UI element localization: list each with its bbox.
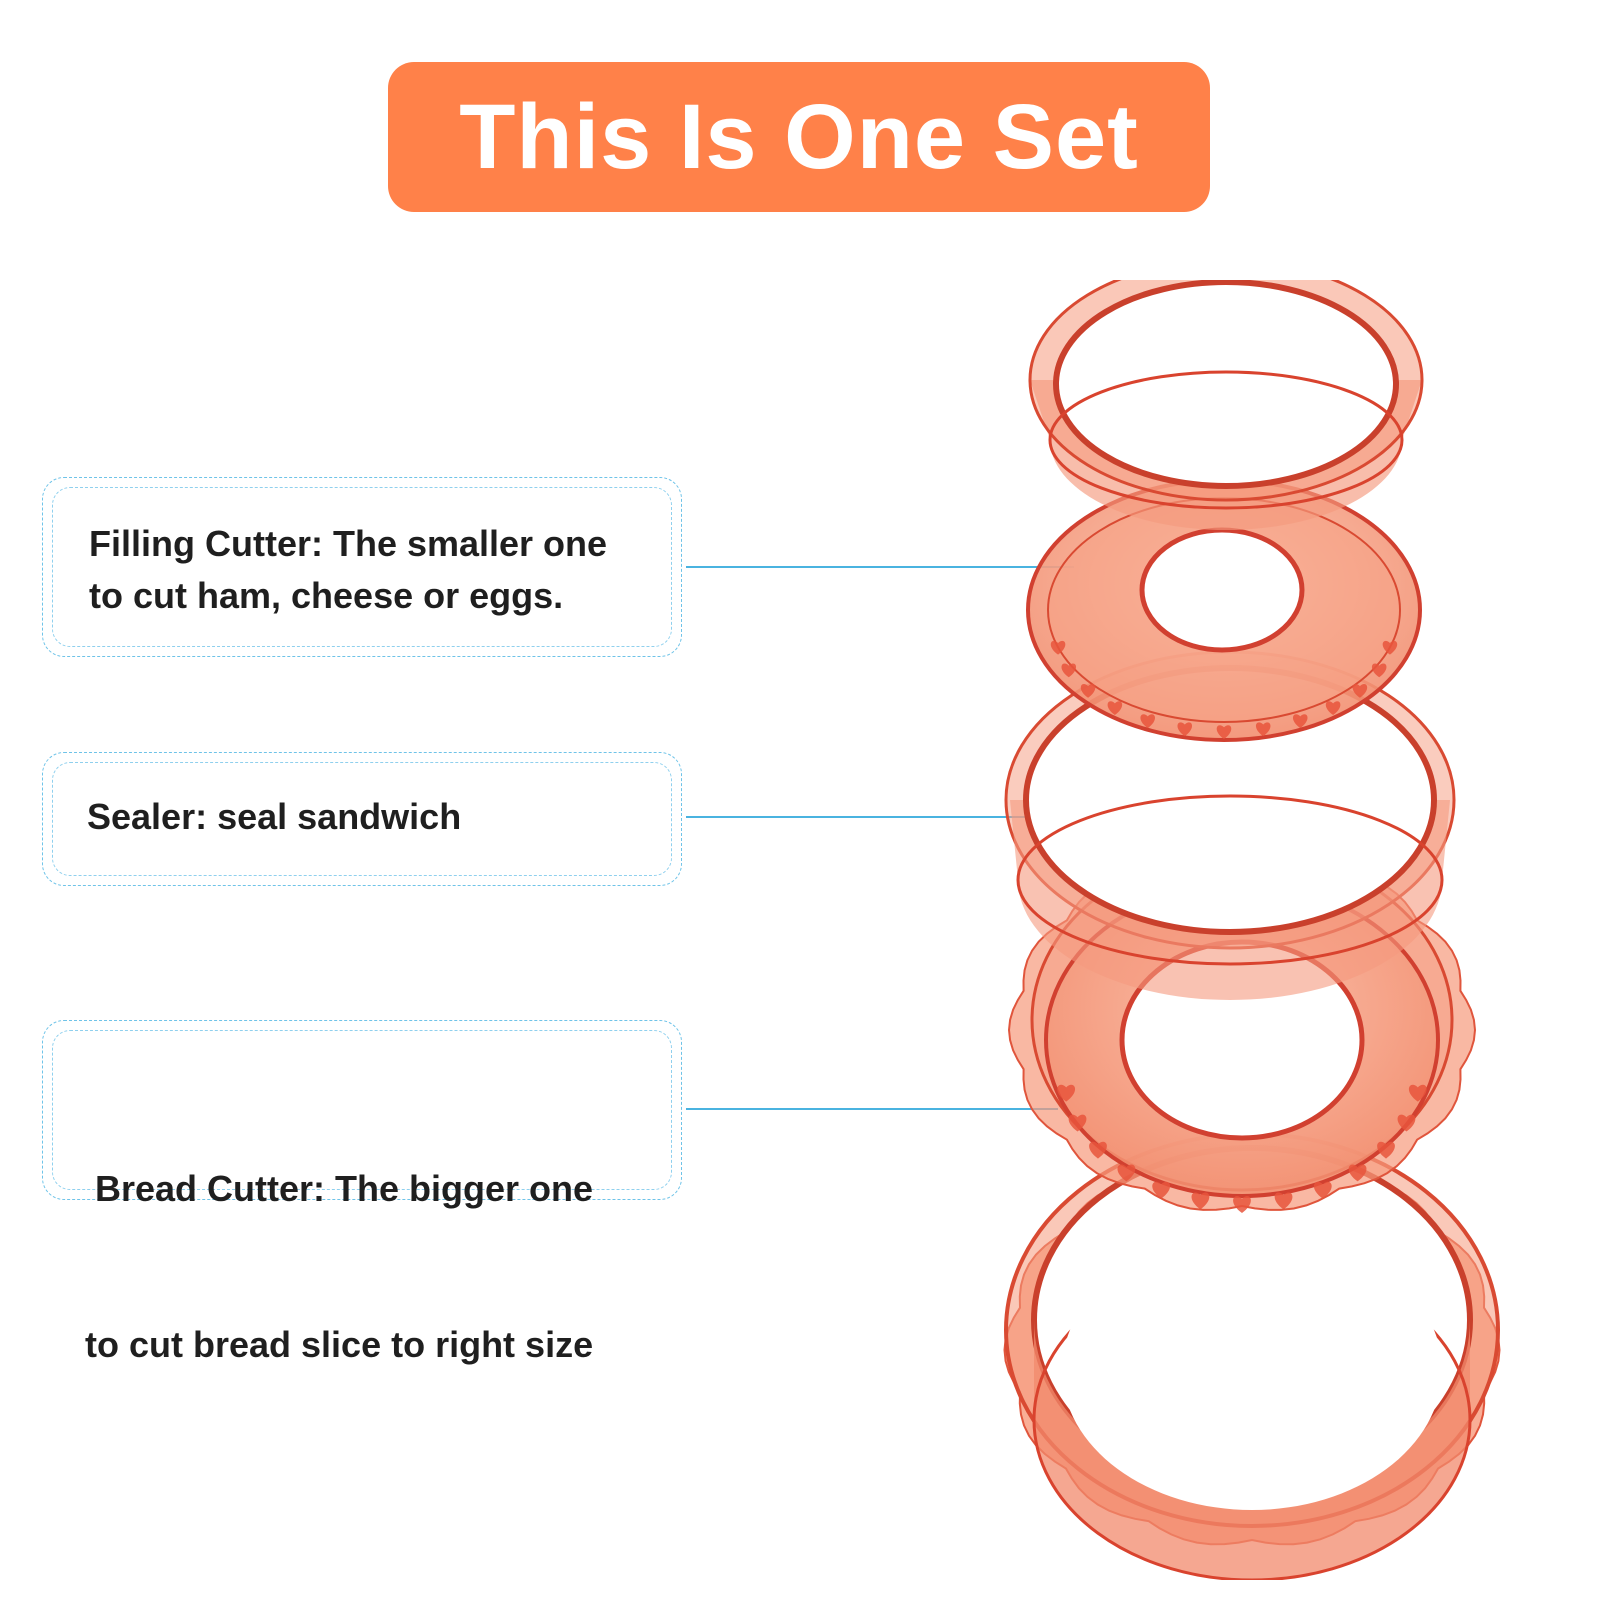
heart-emboss: [1371, 663, 1387, 678]
heart-emboss: [1089, 1141, 1107, 1159]
callout-bread-cutter: Bread Cutter: The bigger one to cut brea…: [42, 1020, 682, 1365]
connector-bread-cutter: [686, 1108, 1058, 1110]
heart-emboss: [1152, 1181, 1171, 1199]
heart-emboss: [1057, 1084, 1076, 1102]
title-banner: This Is One Set: [388, 62, 1210, 212]
heart-emboss: [1382, 640, 1398, 655]
heart-emboss: [1408, 1084, 1427, 1102]
heart-emboss: [1177, 722, 1193, 737]
callout-text: Filling Cutter: The smaller one to cut h…: [89, 518, 607, 622]
callout-line: Sealer: seal sandwich: [87, 796, 462, 837]
heart-emboss: [1140, 714, 1156, 729]
page-title: This Is One Set: [459, 85, 1139, 188]
bread-cutter-ring: [1003, 1132, 1501, 1580]
heart-emboss: [1117, 1164, 1136, 1182]
heart-emboss: [1352, 683, 1368, 698]
heart-emboss: [1191, 1192, 1210, 1210]
callout-text: Bread Cutter: The bigger one to cut brea…: [85, 1059, 593, 1475]
callout-line: Bread Cutter: The bigger one: [85, 1168, 594, 1209]
heart-emboss: [1274, 1192, 1293, 1210]
callout-line: to cut ham, cheese or eggs.: [89, 575, 564, 616]
product-rings-illustration: [1003, 280, 1501, 1580]
heart-emboss: [1061, 663, 1077, 678]
heart-emboss: [1080, 683, 1096, 698]
heart-emboss: [1068, 1114, 1087, 1132]
callout-text: Sealer: seal sandwich: [87, 791, 461, 843]
callout-inner-border: [52, 1030, 672, 1190]
filling-cutter-stamp: [1026, 478, 1422, 742]
heart-emboss: [1233, 1196, 1251, 1213]
heart-emboss: [1107, 701, 1123, 716]
callout-line: to cut bread slice to right size: [85, 1324, 594, 1365]
callout-sealer: Sealer: seal sandwich: [42, 752, 682, 886]
heart-emboss: [1050, 640, 1066, 655]
heart-emboss: [1313, 1181, 1332, 1199]
connector-filling-cutter: [686, 566, 1074, 568]
heart-emboss: [1377, 1141, 1395, 1159]
filling-cutter-ring: [1028, 280, 1424, 530]
callout-line: Filling Cutter: The smaller one: [89, 523, 608, 564]
heart-emboss: [1348, 1164, 1367, 1182]
heart-emboss: [1255, 722, 1271, 737]
heart-emboss: [1325, 701, 1341, 716]
heart-emboss: [1397, 1114, 1416, 1132]
callout-inner-border: [52, 762, 672, 876]
callout-filling-cutter: Filling Cutter: The smaller one to cut h…: [42, 477, 682, 657]
sealer-ring: [1004, 650, 1456, 1000]
callout-inner-border: [52, 487, 672, 647]
heart-emboss: [1216, 725, 1232, 739]
connector-sealer: [686, 816, 1038, 818]
heart-emboss: [1292, 714, 1308, 729]
